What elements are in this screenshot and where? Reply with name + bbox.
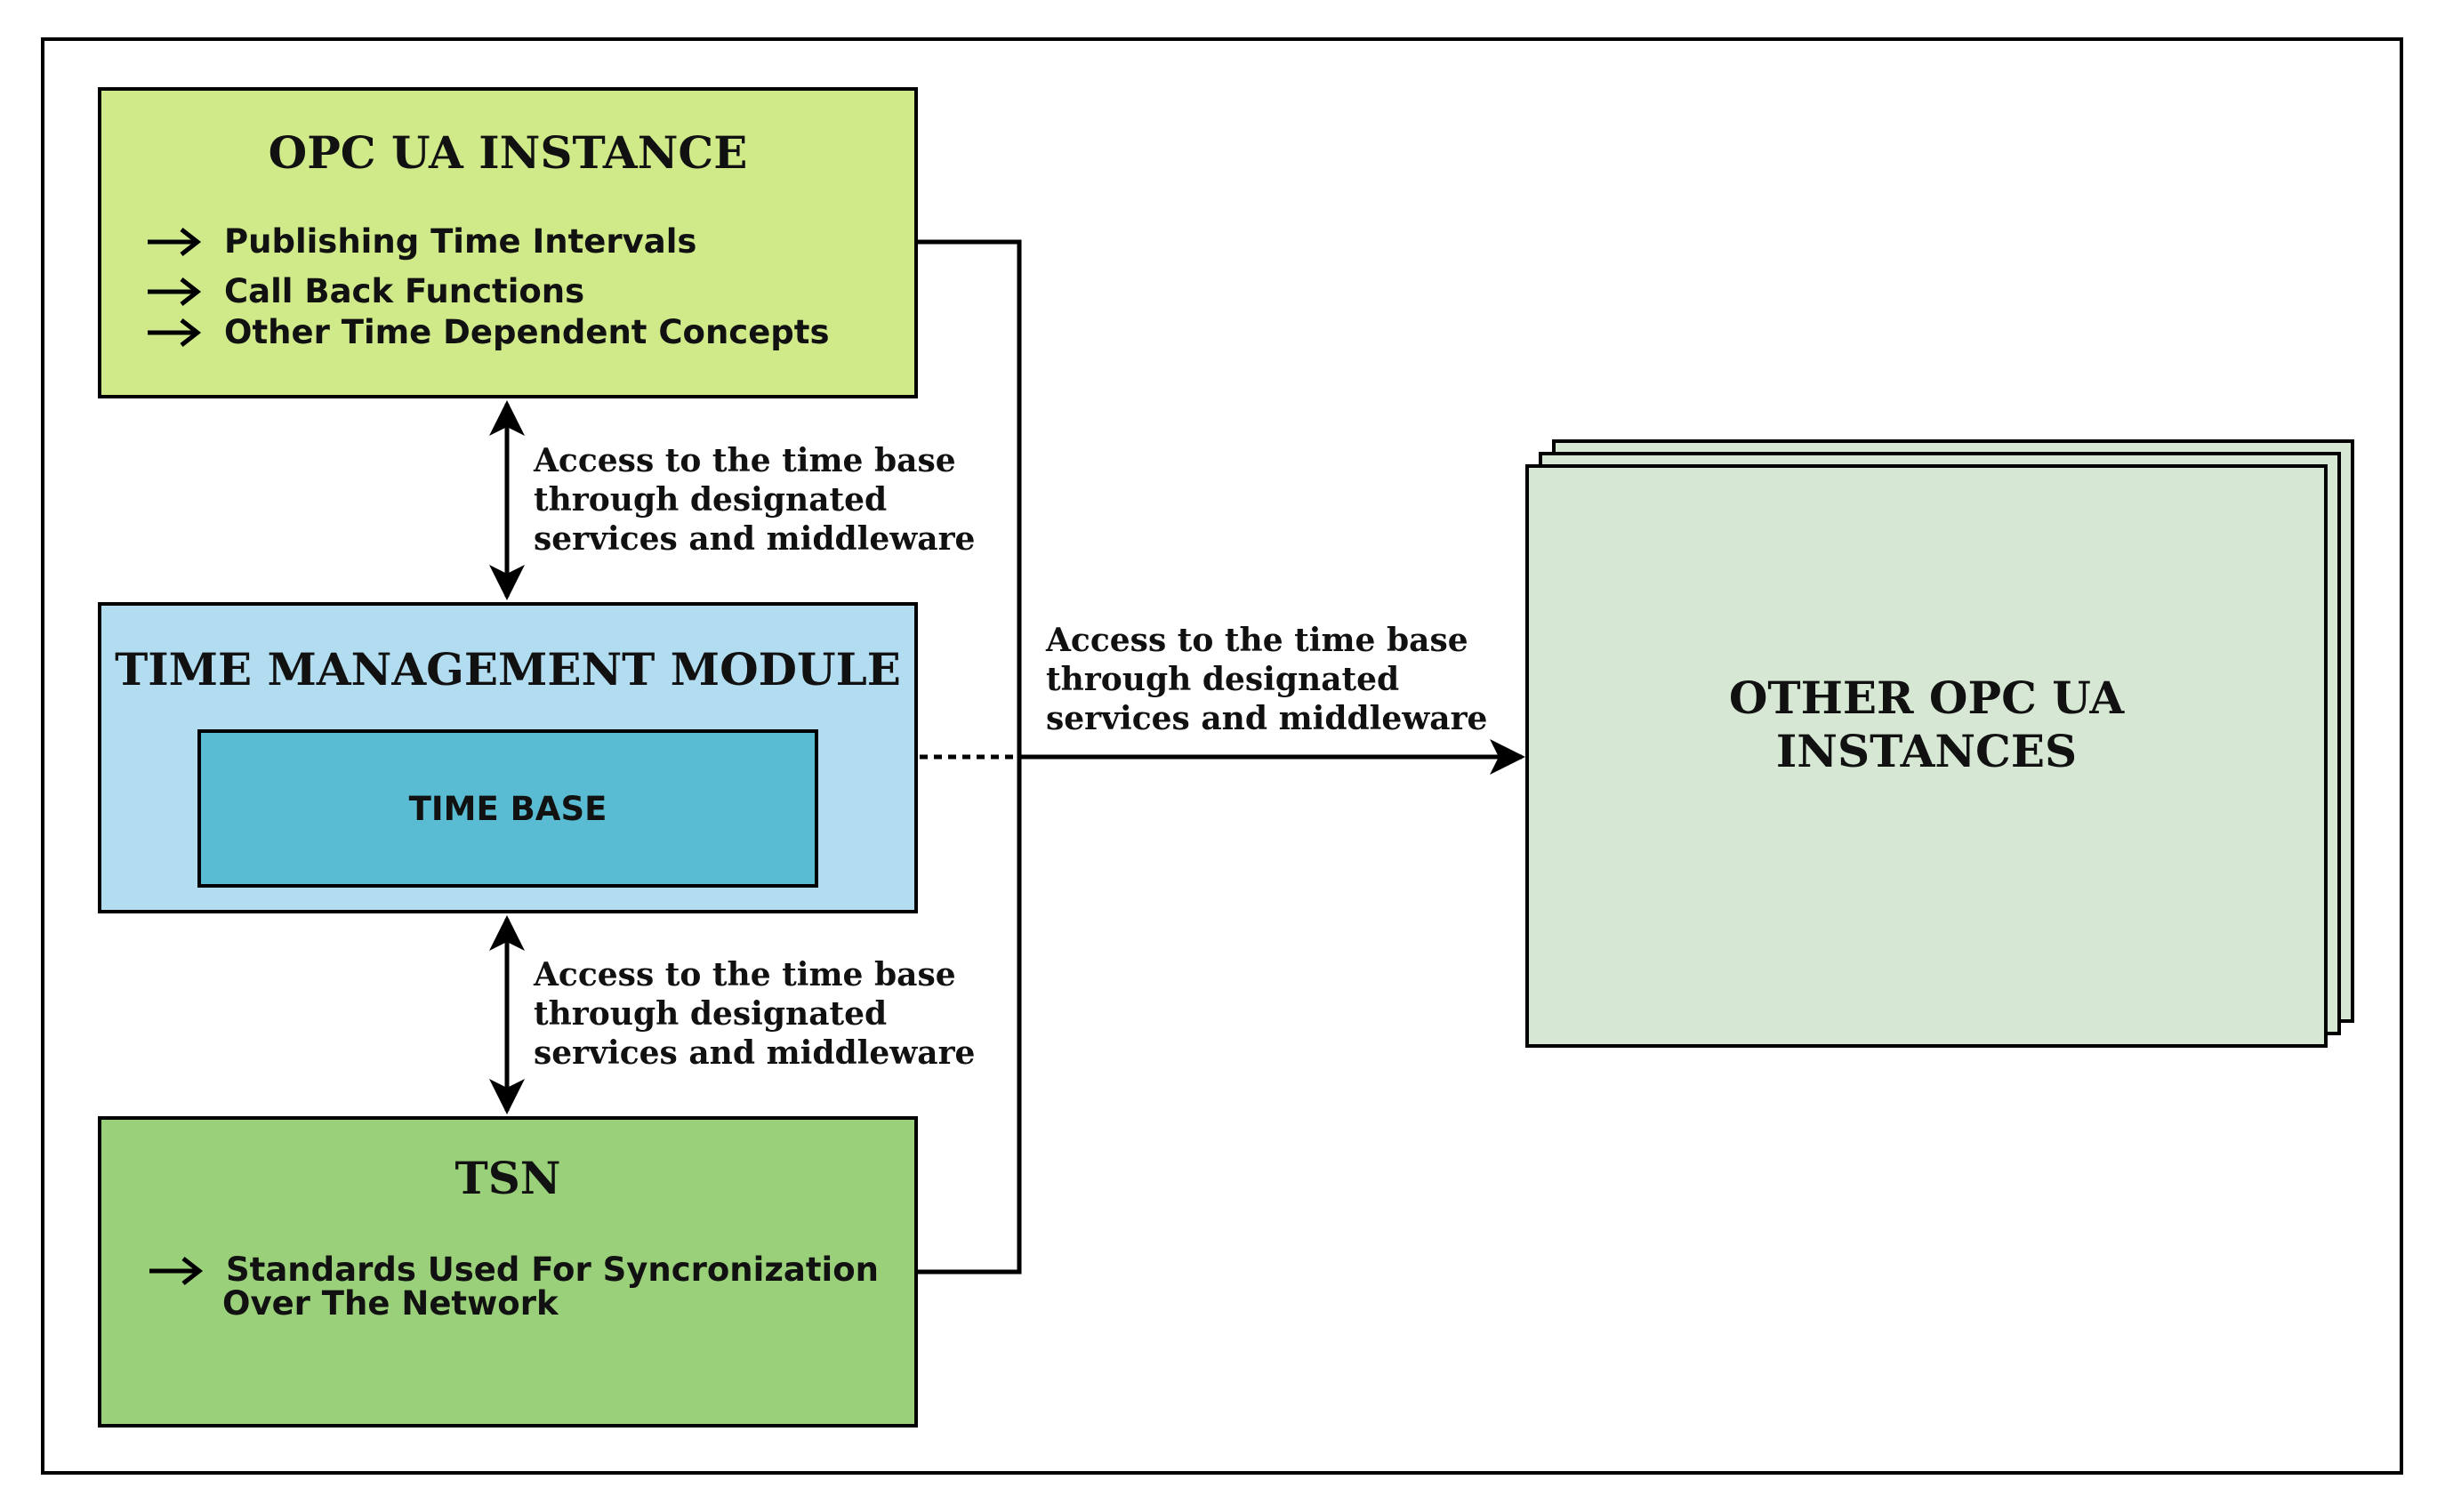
opc-tmm-annotation: Access to the time base through designat… <box>534 441 975 559</box>
annotation-line: Access to the time base <box>1046 622 1468 659</box>
opc-item-publishing: Publishing Time Intervals <box>146 224 696 260</box>
other-title-line: OTHER OPC UA <box>1728 672 2125 724</box>
other-instances-title: OTHER OPC UA INSTANCES <box>1729 672 2124 778</box>
annotation-line: Access to the time base <box>534 956 956 993</box>
tmm-tsn-annotation: Access to the time base through designat… <box>534 955 975 1073</box>
other-title-line: INSTANCES <box>1775 725 2078 777</box>
right-arrow-icon <box>148 277 202 306</box>
annotation-line: services and middleware <box>534 520 976 558</box>
right-arrow-icon <box>149 1257 204 1285</box>
time-management-module-title: TIME MANAGEMENT MODULE <box>115 643 901 696</box>
time-base-box: TIME BASE <box>197 729 818 888</box>
annotation-line: Access to the time base <box>534 442 956 479</box>
opc-item-label: Publishing Time Intervals <box>224 222 697 261</box>
right-arrow-icon <box>148 318 202 347</box>
opc-item-callback: Call Back Functions <box>146 274 584 310</box>
annotation-line: through designated <box>534 995 888 1033</box>
time-base-label: TIME BASE <box>408 789 607 828</box>
diagram-frame <box>41 37 2403 1475</box>
opc-item-label: Call Back Functions <box>224 272 585 310</box>
tsn-item-standards: Standards Used For Syncronization Over T… <box>148 1253 879 1321</box>
tsn-item-line: Standards Used For Syncronization <box>226 1251 879 1289</box>
other-opc-ua-instances-box: OTHER OPC UA INSTANCES <box>1525 464 2328 1048</box>
bus-other-annotation: Access to the time base through designat… <box>1046 621 1487 738</box>
tsn-title: TSN <box>454 1152 561 1204</box>
opc-item-other-time: Other Time Dependent Concepts <box>146 315 830 350</box>
tsn-box: TSN Standards Used For Syncronization Ov… <box>98 1116 918 1428</box>
opc-ua-instance-title: OPC UA INSTANCE <box>268 126 748 179</box>
annotation-line: services and middleware <box>1046 700 1488 737</box>
opc-ua-instance-box: OPC UA INSTANCE Publishing Time Interval… <box>98 87 918 398</box>
annotation-line: through designated <box>534 481 888 519</box>
annotation-line: services and middleware <box>534 1034 976 1072</box>
opc-item-label: Other Time Dependent Concepts <box>224 313 830 351</box>
right-arrow-icon <box>148 228 202 256</box>
tsn-item-line: Over The Network <box>222 1284 559 1323</box>
annotation-line: through designated <box>1046 661 1400 698</box>
